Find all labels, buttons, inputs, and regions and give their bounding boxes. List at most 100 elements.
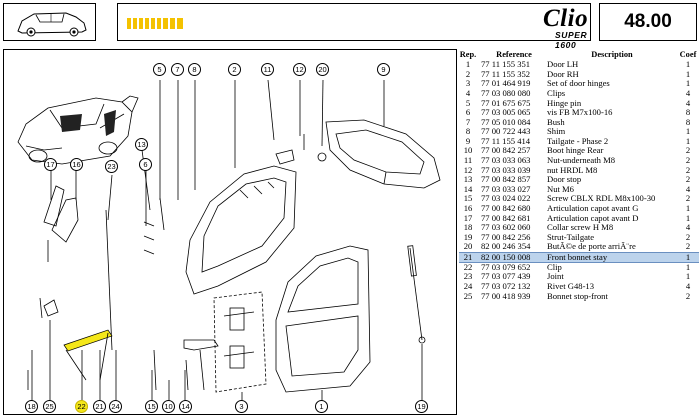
car-thumbnail-icon xyxy=(17,12,87,37)
door-lh-icon xyxy=(275,245,371,393)
cell-coef: 4 xyxy=(685,281,691,291)
car-overview-icon xyxy=(17,97,133,165)
cell-rep: 8 xyxy=(465,127,471,137)
cell-reference: 77 01 464 919 xyxy=(481,79,531,89)
cell-reference: 77 00 842 681 xyxy=(481,213,531,223)
callout-1[interactable]: 1 xyxy=(315,400,328,413)
callout-5[interactable]: 5 xyxy=(153,63,166,76)
cell-description: Shim xyxy=(547,127,566,137)
cell-description: Rivet G48-13 xyxy=(547,281,595,291)
parts-table-header: Rep. Reference Description Coef xyxy=(459,49,699,60)
hinge-pin-icon xyxy=(159,197,165,231)
cell-coef: 1 xyxy=(685,213,691,223)
callout-25[interactable]: 25 xyxy=(43,400,56,413)
callout-13[interactable]: 13 xyxy=(135,138,148,151)
callout-22[interactable]: 22 xyxy=(75,400,88,413)
cell-coef: 1 xyxy=(685,60,691,70)
callout-16[interactable]: 16 xyxy=(70,158,83,171)
cell-rep: 2 xyxy=(465,69,471,79)
joint-icon xyxy=(105,209,113,351)
callout-3[interactable]: 3 xyxy=(235,400,248,413)
callout-9[interactable]: 9 xyxy=(377,63,390,76)
cell-coef: 2 xyxy=(685,165,691,175)
cell-rep: 9 xyxy=(465,136,471,146)
callout-7[interactable]: 7 xyxy=(171,63,184,76)
cell-description: Screw CBLX RDL M8x100-30 xyxy=(547,194,656,204)
cell-reference: 77 03 077 439 xyxy=(481,272,531,282)
callout-23[interactable]: 23 xyxy=(105,160,118,173)
cell-rep: 20 xyxy=(463,242,473,252)
cell-description: Tailgate - Phase 2 xyxy=(547,136,609,146)
page-number-box: 48.00 xyxy=(599,3,697,41)
cell-rep: 10 xyxy=(463,146,473,156)
cell-reference: 77 00 842 257 xyxy=(481,146,531,156)
bonnet-stay-highlight-icon xyxy=(63,329,113,352)
cell-description: Bush xyxy=(547,117,565,127)
callout-24[interactable]: 24 xyxy=(109,400,122,413)
cell-coef: 2 xyxy=(685,242,691,252)
cell-coef: 2 xyxy=(685,155,691,166)
callout-6[interactable]: 6 xyxy=(139,158,152,171)
callout-10[interactable]: 10 xyxy=(162,400,175,413)
callout-17[interactable]: 17 xyxy=(44,158,57,171)
callout-18[interactable]: 18 xyxy=(25,400,38,413)
model-sub-logo: SUPER 1600 xyxy=(555,30,588,50)
cell-rep: 18 xyxy=(463,223,473,233)
cell-description: vis FB M7x100-16 xyxy=(547,107,613,118)
parts-table: Rep. Reference Description Coef 1 77 11 1… xyxy=(459,49,699,301)
cell-description: Door RH xyxy=(547,69,579,79)
cell-description: Nut-underneath M8 xyxy=(547,155,616,166)
callout-15[interactable]: 15 xyxy=(145,400,158,413)
cell-reference: 77 11 155 351 xyxy=(481,60,531,70)
cell-reference: 77 00 842 680 xyxy=(481,203,531,214)
callout-8[interactable]: 8 xyxy=(188,63,201,76)
cell-reference: 77 03 033 027 xyxy=(481,184,531,194)
cell-coef: 2 xyxy=(685,232,691,242)
callout-20[interactable]: 20 xyxy=(316,63,329,76)
cell-rep: 21 xyxy=(459,251,477,263)
callout-12[interactable]: 12 xyxy=(293,63,306,76)
callout-21[interactable]: 21 xyxy=(93,400,106,413)
cell-rep: 11 xyxy=(463,155,473,166)
cell-description: Collar screw H M8 xyxy=(547,223,614,233)
callout-14[interactable]: 14 xyxy=(179,400,192,413)
callout-19[interactable]: 19 xyxy=(415,400,428,413)
cell-coef: 4 xyxy=(685,98,691,108)
callout-2[interactable]: 2 xyxy=(228,63,241,76)
callout-11[interactable]: 11 xyxy=(261,63,274,76)
cell-coef: 4 xyxy=(685,88,691,98)
cell-reference: 77 05 010 084 xyxy=(481,117,531,127)
cell-reference: 77 03 072 132 xyxy=(481,281,531,291)
vehicle-thumbnail-box xyxy=(3,3,96,41)
cell-description: Strut-Tailgate xyxy=(547,232,595,242)
cell-coef: 1 xyxy=(685,69,691,79)
exploded-parts-drawing: 5 7 8 2 11 12 20 9 17 16 23 6 13 18 25 2… xyxy=(3,49,457,415)
cell-coef: 2 xyxy=(685,291,691,301)
